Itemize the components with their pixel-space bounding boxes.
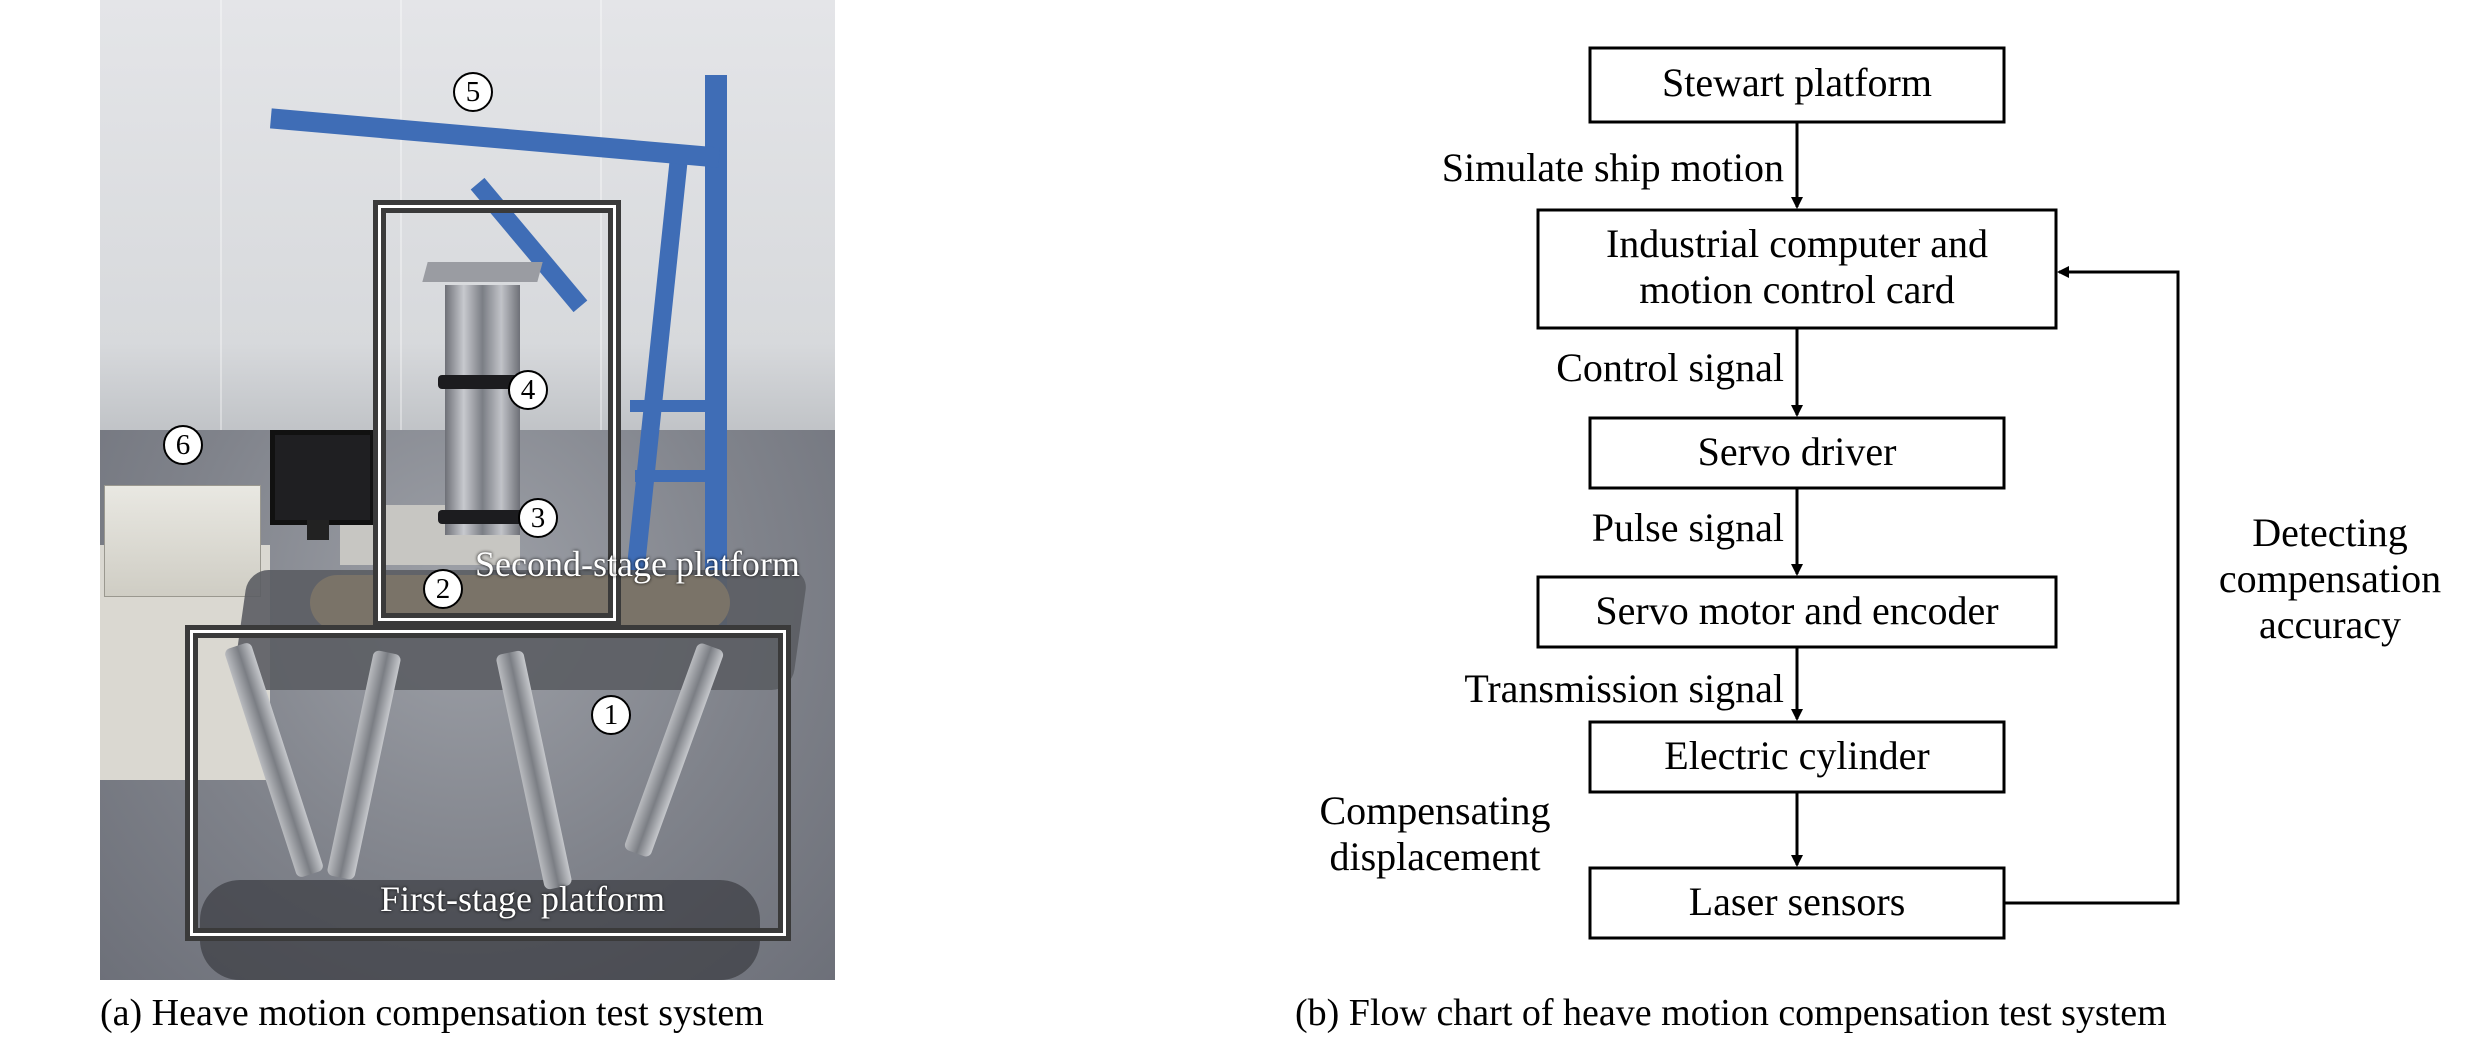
- frame-rung: [635, 470, 715, 482]
- test-system-photo: Second-stage platform First-stage platfo…: [100, 0, 835, 980]
- node-stewart-platform: Stewart platform: [1662, 60, 1932, 105]
- marker-5: 5: [453, 72, 493, 112]
- feedback-label-line3: accuracy: [2258, 602, 2402, 647]
- frame-rung: [630, 400, 710, 412]
- first-stage-label: First-stage platform: [380, 879, 665, 919]
- edge-label-simulate: Simulate ship motion: [1441, 145, 1784, 190]
- column-clamp: [438, 375, 528, 389]
- marker-1: 1: [591, 695, 631, 735]
- node-industrial-computer-line1: Industrial computer and: [1605, 221, 1989, 266]
- feedback-label-line2: compensation: [2218, 556, 2442, 601]
- caption-panel-a: (a) Heave motion compensation test syste…: [100, 992, 764, 1034]
- monitor-stand: [307, 520, 329, 540]
- edge-label-control: Control signal: [1556, 345, 1784, 390]
- edge-label-pulse: Pulse signal: [1591, 505, 1784, 550]
- edge-label-compensating-line1: Compensating: [1319, 788, 1551, 833]
- edge-label-transmission: Transmission signal: [1464, 666, 1784, 711]
- wall-seam: [400, 0, 402, 430]
- marker-2: 2: [423, 569, 463, 609]
- first-stage-region: [190, 630, 786, 936]
- sensor-frame-post: [705, 75, 727, 635]
- second-stage-region: [378, 205, 616, 621]
- marker-3: 3: [518, 498, 558, 538]
- second-stage-label: Second-stage platform: [475, 544, 800, 584]
- feedback-label-line1: Detecting: [2252, 510, 2408, 555]
- feedback-arrow: [2004, 266, 2180, 905]
- marker-6: 6: [163, 425, 203, 465]
- floor-base: [200, 880, 760, 980]
- caption-panel-b: (b) Flow chart of heave motion compensat…: [1295, 992, 2167, 1034]
- column-clamp: [438, 510, 528, 524]
- industrial-computer: [104, 485, 261, 597]
- node-servo-motor: Servo motor and encoder: [1595, 588, 1999, 633]
- edge-label-compensating-line2: displacement: [1329, 834, 1541, 879]
- marker-4: 4: [508, 370, 548, 410]
- node-electric-cylinder: Electric cylinder: [1664, 733, 1930, 778]
- node-industrial-computer-line2: motion control card: [1639, 267, 1955, 312]
- node-servo-driver: Servo driver: [1697, 429, 1897, 474]
- wall-seam: [220, 0, 222, 430]
- electric-cylinder-column: [445, 285, 520, 535]
- node-laser-sensors: Laser sensors: [1688, 879, 1906, 924]
- wall-seam: [600, 0, 602, 430]
